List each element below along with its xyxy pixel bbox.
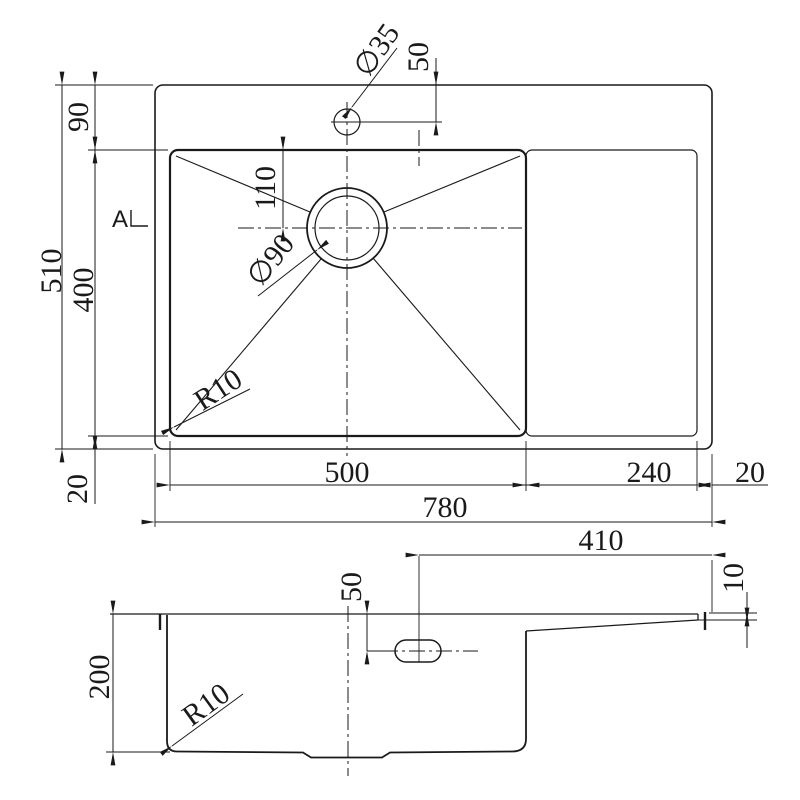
label-bowl-depth-plan: 400 <box>67 268 100 313</box>
bowl-diagonal-tr <box>383 155 521 213</box>
sink-outer-edge <box>154 84 713 450</box>
label-drain-to-edge: 410 <box>579 524 624 557</box>
drainer-deck-edge <box>525 149 698 437</box>
bowl-diagonal-br <box>372 257 521 431</box>
drainer-slope-line <box>525 619 699 632</box>
label-deck-drop: 10 <box>717 563 750 593</box>
bowl-diagonal-bl <box>175 258 322 431</box>
label-rim-bottom: 20 <box>61 474 94 504</box>
label-bowl-width: 500 <box>325 456 370 489</box>
leader-corner-radius <box>160 388 251 436</box>
section-marker-icon <box>130 210 148 227</box>
leader-faucet-diameter <box>341 47 398 120</box>
label-rim-right: 20 <box>735 456 765 489</box>
label-drain-offset: 110 <box>249 166 282 210</box>
label-drain-diameter: ∅90 <box>241 228 302 293</box>
label-bowl-depth: 200 <box>83 655 116 700</box>
label-drainer-width: 240 <box>627 456 672 489</box>
label-faucet-diameter: ∅35 <box>347 18 406 83</box>
bowl-edge <box>168 148 528 438</box>
leader-drain-diameter <box>257 239 330 297</box>
bowl-diagonal-tl <box>175 155 311 213</box>
label-overall-width: 780 <box>423 491 468 524</box>
label-corner-radius-top: R10 <box>188 362 248 417</box>
label-overall-depth: 510 <box>35 249 68 294</box>
top-view: 780 500 240 20 510 400 90 20 110 50 ∅35 … <box>35 18 768 527</box>
label-corner-radius-section: R10 <box>176 677 236 733</box>
side-section-view: 200 R10 50 410 10 <box>83 524 757 776</box>
label-deck-top: 90 <box>62 102 95 132</box>
leader-corner-radius-section <box>159 693 244 756</box>
section-marker-label: A <box>112 206 128 233</box>
label-drain-drop: 50 <box>335 572 368 602</box>
label-faucet-offset: 50 <box>402 42 435 72</box>
